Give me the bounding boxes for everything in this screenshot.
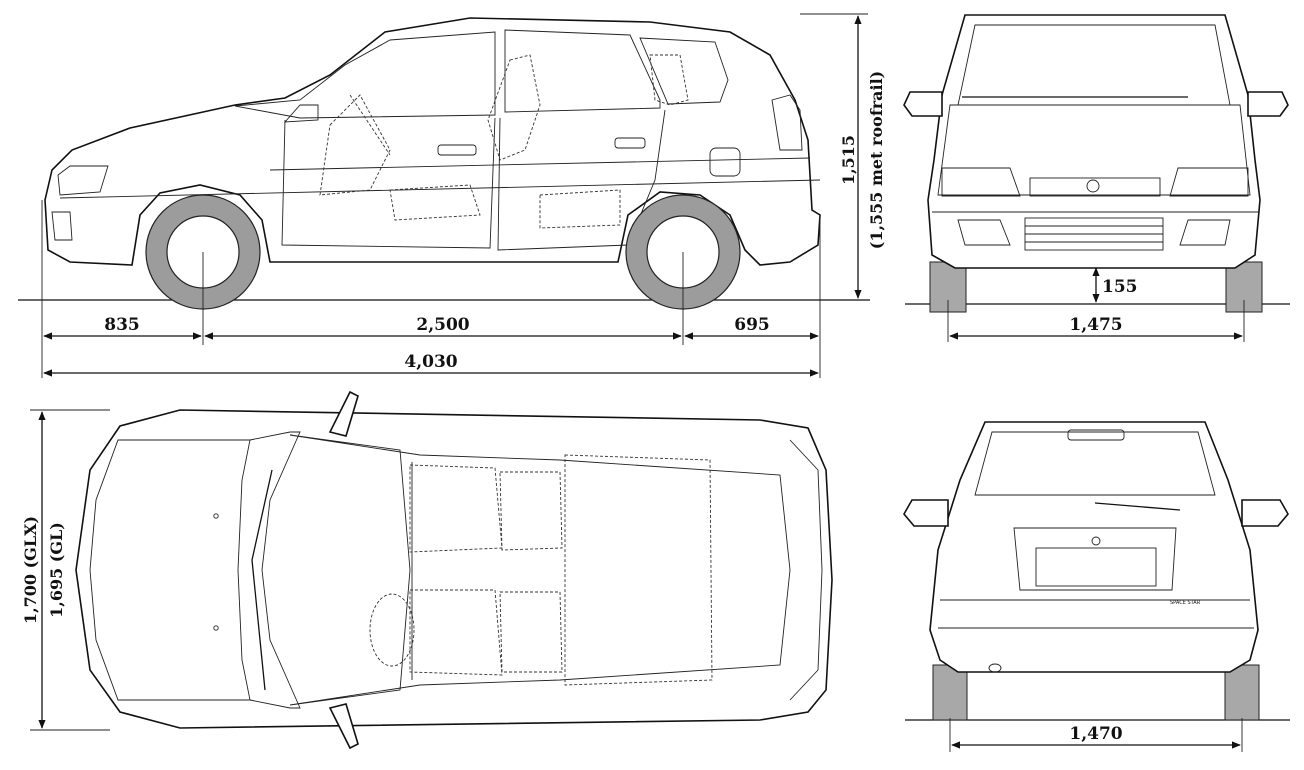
front-view: 155 1,475 <box>903 14 1290 342</box>
width-glx-label: 1,700 (GLX) <box>21 516 40 624</box>
overall-length-label: 4,030 <box>404 352 457 372</box>
front-track-label: 1,475 <box>1069 315 1122 335</box>
height-label: 1,515 <box>839 135 858 185</box>
rear-model-badge: SPACE STAR <box>1170 600 1201 606</box>
wheelbase-label: 2,500 <box>416 315 469 335</box>
side-view: 835 2,500 695 4,030 1,515 (1,555 met roo… <box>18 13 886 378</box>
rear-track-label: 1,470 <box>1069 724 1122 744</box>
rear-view: SPACE STAR 1,470 <box>903 421 1290 752</box>
width-gl-label: 1,695 (GL) <box>47 522 66 618</box>
rear-overhang-label: 695 <box>734 315 770 335</box>
ground-clearance-label: 155 <box>1102 277 1138 297</box>
height-roofrail-label: (1,555 met roofrail) <box>867 71 886 250</box>
front-overhang-label: 835 <box>104 315 140 335</box>
top-view: 1,700 (GLX) 1,695 (GL) <box>21 390 833 750</box>
